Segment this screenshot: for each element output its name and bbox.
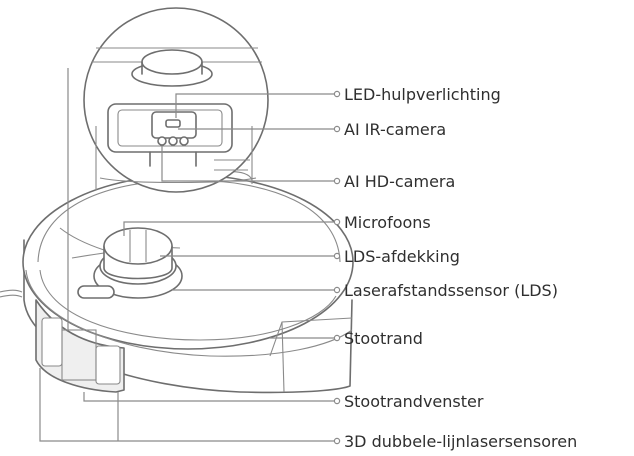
lds-turret [93, 227, 183, 299]
label-laserafstandssensor: Laserafstandssensor (LDS) [344, 281, 558, 300]
label-led-hulpverlichting: LED-hulpverlichting [344, 85, 501, 104]
label-microfoons: Microfoons [344, 213, 431, 232]
label-stootrandvenster: Stootrandvenster [344, 392, 484, 411]
label-ai-ir-camera: AI IR-camera [344, 120, 446, 139]
label-lds-afdekking: LDS-afdekking [344, 247, 460, 266]
robot-vacuum-illustration [0, 171, 354, 394]
label-ai-hd-camera: AI HD-camera [344, 172, 455, 191]
leader-lines [39, 68, 341, 445]
label-stootrand: Stootrand [344, 329, 423, 348]
label-3d-lijnlasersensoren: 3D dubbele-lijnlasersensoren [344, 432, 577, 451]
callout-labels: LED-hulpverlichting AI IR-camera AI HD-c… [344, 85, 577, 451]
robot-top-shell [22, 174, 354, 350]
